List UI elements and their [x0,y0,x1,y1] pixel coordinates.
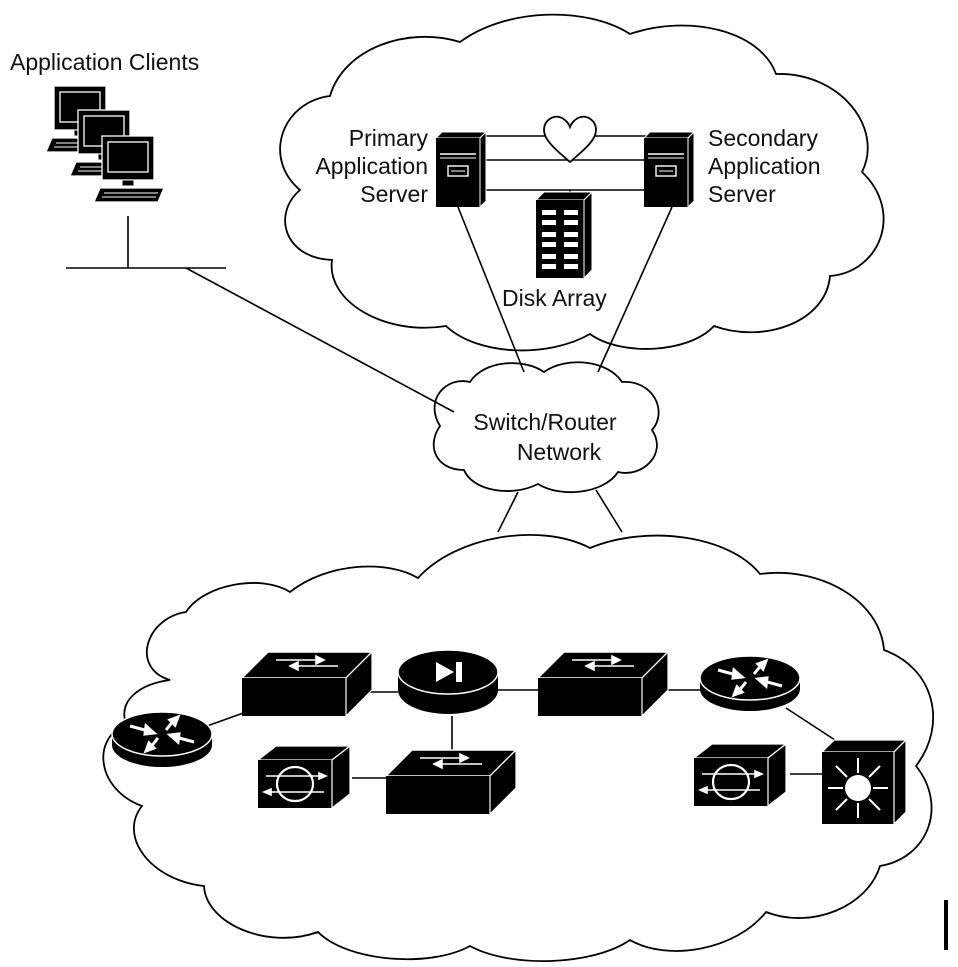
svg-text:Switch/Router: Switch/Router [473,409,617,435]
application-clients-label: Application Clients [10,49,199,75]
network-to-campus-link-right [595,489,623,533]
workgroup-switch-icon [537,651,669,717]
client-workstation-icon [93,135,165,203]
workgroup-switch-icon [241,651,373,717]
disk-array-label: Disk Array [502,285,607,311]
content-engine-icon [692,742,788,808]
primary-server-icon [435,131,487,208]
svg-text:Server: Server [708,181,776,207]
figure-id-mark [944,900,948,950]
server-cluster-cloud [279,13,885,352]
heart-icon [543,115,597,164]
router-right-to-mlswitch-link [785,707,839,743]
svg-text:Application: Application [708,153,821,179]
switch-router-network-label: Switch/Router Network [473,409,617,465]
network-to-campus-link-left [497,491,519,533]
svg-text:Secondary: Secondary [708,125,818,151]
campus-network-cloud [102,533,934,962]
secondary-to-network-link [597,206,673,373]
vpn-concentrator-icon [397,649,499,714]
disk-array-icon [534,190,594,280]
workgroup-switch-icon [385,749,517,815]
secondary-server-label: Secondary Application Server [708,125,821,207]
router-icon [110,710,214,769]
svg-text:Primary: Primary [349,125,429,151]
secondary-server-icon [643,131,695,208]
svg-text:Server: Server [360,181,428,207]
client-to-network-link [185,267,455,413]
primary-to-network-link [457,206,525,373]
multilayer-switch-icon [821,739,907,825]
router-icon [698,654,802,713]
content-engine-icon [256,744,352,810]
switch-router-network-cloud [432,361,660,494]
svg-text:Application: Application [315,153,428,179]
svg-text:Network: Network [517,439,602,465]
primary-server-label: Primary Application Server [315,125,428,207]
